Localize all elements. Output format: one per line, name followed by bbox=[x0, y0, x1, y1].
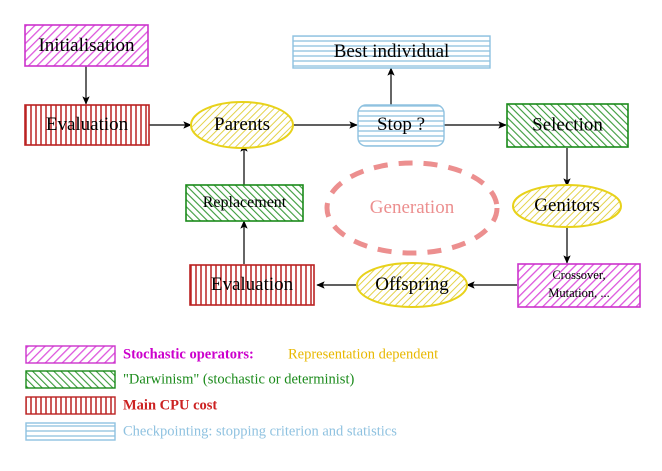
crossover-mutation-label-line1: Crossover, bbox=[552, 268, 605, 282]
crossover-mutation-box[interactable] bbox=[517, 263, 641, 308]
legend-row-stochastic-operators: Stochastic operators: Representation dep… bbox=[25, 345, 438, 364]
legend: Stochastic operators: Representation dep… bbox=[25, 345, 438, 441]
offspring-ellipse[interactable] bbox=[356, 262, 468, 308]
node-crossover-mutation[interactable]: Crossover, Mutation, ... bbox=[517, 263, 641, 308]
stop-label: Stop ? bbox=[377, 114, 425, 135]
legend-swatch-blue bbox=[25, 422, 116, 441]
parents-label: Parents bbox=[214, 114, 270, 135]
legend-row-darwinism: "Darwinism" (stochastic or determinist) bbox=[25, 370, 354, 389]
node-best-individual[interactable]: Best individual bbox=[292, 35, 491, 69]
initialisation-label: Initialisation bbox=[38, 35, 135, 56]
node-genitors[interactable]: Genitors bbox=[512, 184, 622, 228]
node-evaluation-top[interactable]: Evaluation bbox=[24, 104, 150, 146]
genitors-label: Genitors bbox=[534, 195, 599, 216]
best-individual-label: Best individual bbox=[334, 41, 450, 62]
generation-label: Generation bbox=[370, 197, 455, 218]
legend-row-main-cpu-cost: Main CPU cost bbox=[25, 396, 217, 415]
parents-ellipse[interactable] bbox=[190, 101, 294, 149]
legend-swatch-red bbox=[25, 396, 116, 415]
replacement-box[interactable] bbox=[185, 184, 304, 222]
node-stop[interactable]: Stop ? bbox=[357, 104, 445, 147]
genitors-ellipse[interactable] bbox=[512, 184, 622, 228]
evaluation-top-box[interactable] bbox=[24, 104, 150, 146]
evaluation-top-label: Evaluation bbox=[46, 114, 129, 135]
offspring-label: Offspring bbox=[375, 274, 449, 295]
initialisation-box[interactable] bbox=[24, 24, 149, 67]
node-initialisation[interactable]: Initialisation bbox=[24, 24, 149, 67]
legend-label-darwinism: "Darwinism" (stochastic or determinist) bbox=[123, 371, 354, 387]
evaluation-bottom-label: Evaluation bbox=[211, 274, 294, 295]
crossover-mutation-label-line2: Mutation, ... bbox=[548, 286, 609, 300]
legend-swatch-magenta bbox=[25, 345, 116, 364]
best-individual-box[interactable] bbox=[292, 35, 491, 69]
generation-dashed-ellipse bbox=[324, 160, 500, 256]
edge-group bbox=[82, 66, 571, 289]
legend-swatch-green bbox=[25, 370, 116, 389]
node-evaluation-bottom[interactable]: Evaluation bbox=[189, 264, 315, 306]
node-replacement[interactable]: Replacement bbox=[185, 184, 304, 222]
evaluation-bottom-box[interactable] bbox=[189, 264, 315, 306]
legend-label-representation-dependent: Representation dependent bbox=[288, 346, 438, 362]
legend-label-stochastic-operators: Stochastic operators: bbox=[123, 346, 254, 362]
legend-label-main-cpu-cost: Main CPU cost bbox=[123, 397, 217, 413]
node-parents[interactable]: Parents bbox=[190, 101, 294, 149]
node-selection[interactable]: Selection bbox=[506, 103, 629, 148]
node-offspring[interactable]: Offspring bbox=[356, 262, 468, 308]
node-generation: Generation bbox=[324, 160, 500, 256]
legend-label-checkpointing: Checkpointing: stopping criterion and st… bbox=[123, 423, 397, 439]
selection-box[interactable] bbox=[506, 103, 629, 148]
legend-row-checkpointing: Checkpointing: stopping criterion and st… bbox=[25, 422, 397, 441]
selection-label: Selection bbox=[532, 114, 603, 135]
stop-box[interactable] bbox=[357, 104, 445, 147]
replacement-label: Replacement bbox=[203, 194, 287, 211]
